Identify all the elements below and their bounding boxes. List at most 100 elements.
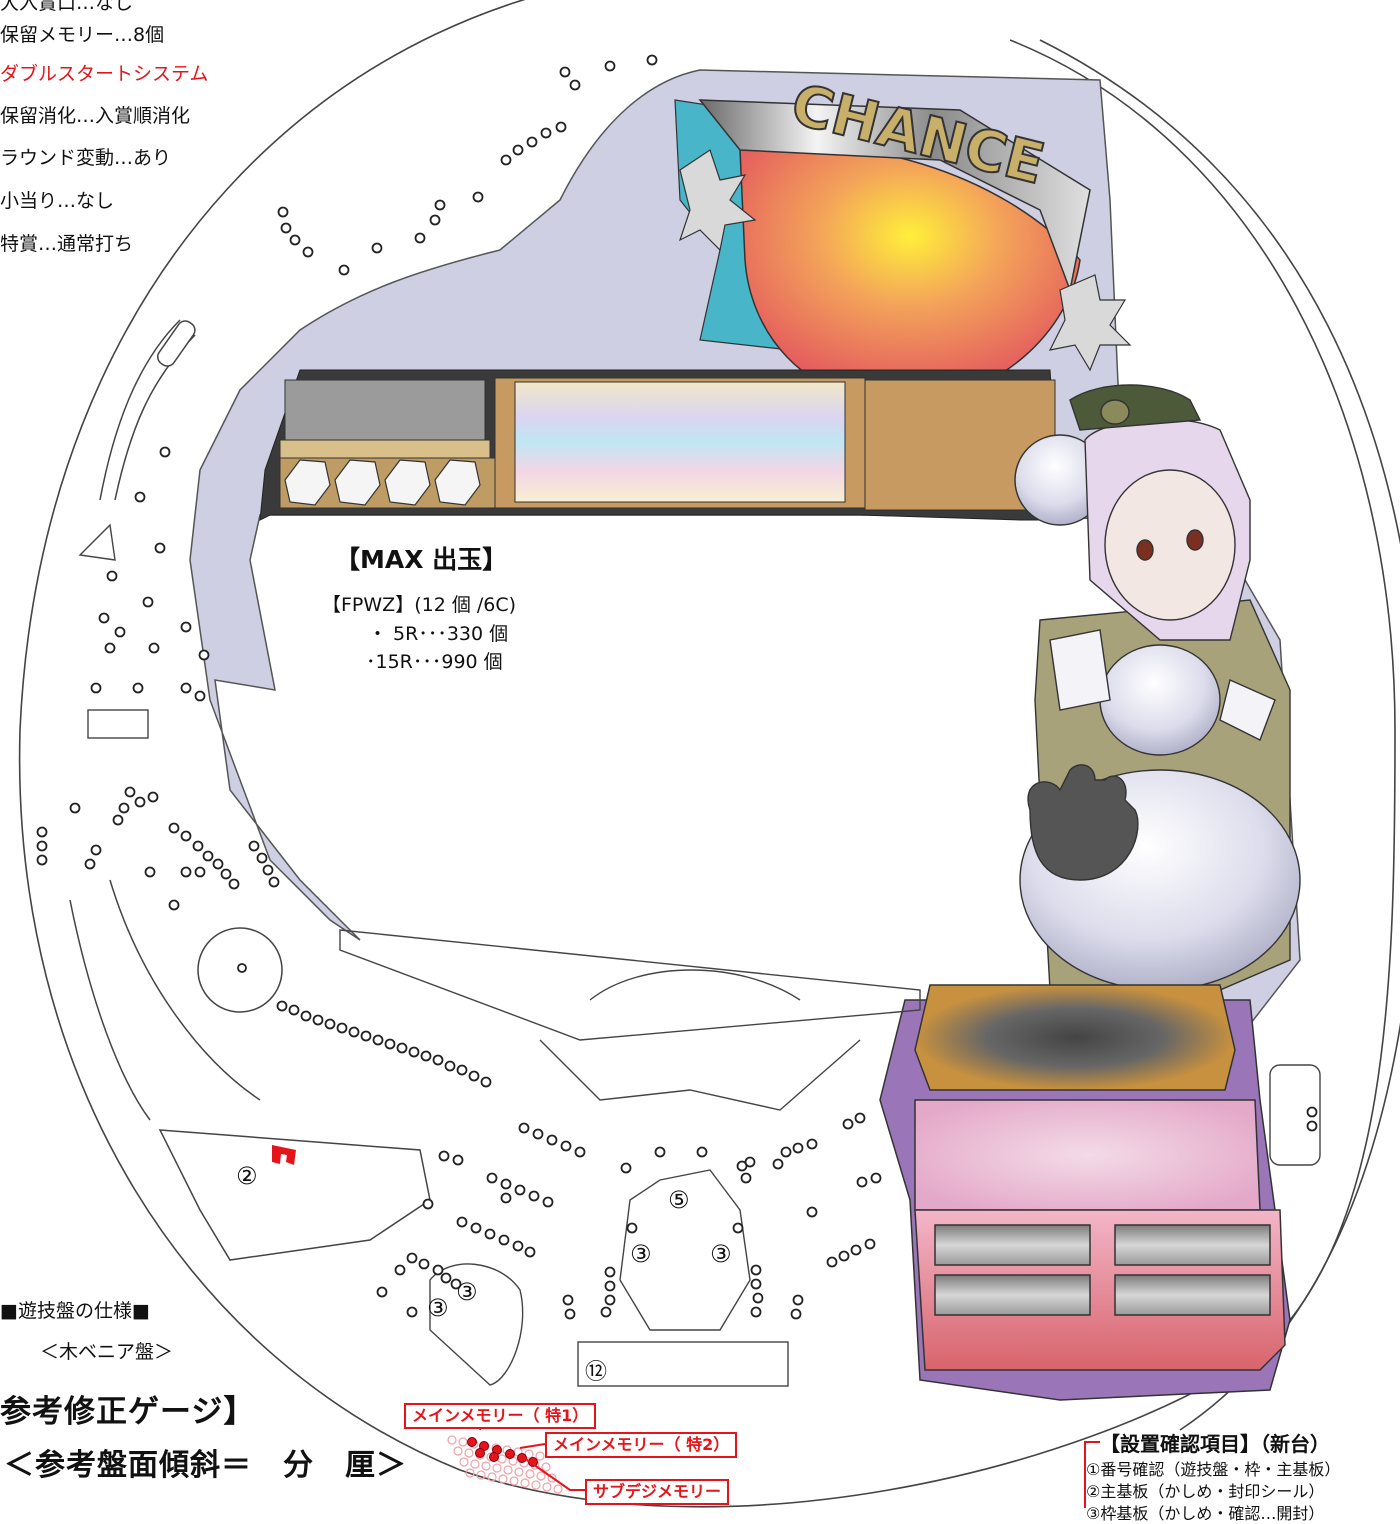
main-memory-2-label: メインメモリー（ 特2） — [545, 1432, 738, 1458]
memory-dot — [541, 1462, 551, 1472]
nail — [480, 1076, 492, 1088]
nail — [555, 121, 567, 133]
nail — [98, 612, 110, 624]
nail — [418, 1258, 430, 1270]
nail — [194, 690, 206, 702]
nail — [626, 1222, 638, 1234]
left-deflector — [78, 523, 116, 561]
nail — [228, 878, 240, 890]
nail — [500, 154, 512, 166]
max-line-2: ・ 5R･･･330 個 — [368, 623, 509, 645]
nail — [336, 1022, 348, 1034]
nail — [604, 1280, 616, 1292]
nail — [484, 1228, 496, 1240]
nail — [450, 1278, 462, 1290]
nail — [420, 1050, 432, 1062]
nail — [750, 1306, 762, 1318]
nail — [277, 206, 289, 218]
memory-dot — [453, 1446, 463, 1456]
nail — [268, 876, 280, 888]
nail — [159, 446, 171, 458]
memory-dot — [492, 1463, 502, 1473]
nail — [300, 1010, 312, 1022]
install-check-item: ②主基板（かしめ・封印シール） — [1086, 1482, 1325, 1501]
nail — [498, 1234, 510, 1246]
nail — [532, 1128, 544, 1140]
nail — [280, 222, 292, 234]
nail — [289, 234, 301, 246]
nail — [559, 66, 571, 78]
nail — [198, 649, 210, 661]
left-stage-top — [284, 379, 486, 441]
nail — [372, 1034, 384, 1046]
sun-orb — [739, 144, 1081, 406]
red-marker — [272, 1145, 296, 1165]
nail — [114, 626, 126, 638]
max-line-3: ･15R･･･990 個 — [366, 651, 503, 673]
nail — [408, 1046, 420, 1058]
memory-dot — [476, 1470, 486, 1480]
nail — [524, 1246, 536, 1258]
nail — [806, 1138, 818, 1150]
nail — [180, 682, 192, 694]
nail — [134, 491, 146, 503]
nail — [750, 1264, 762, 1276]
memory-dot — [531, 1480, 541, 1490]
nail — [394, 1264, 406, 1276]
nail — [526, 136, 538, 148]
nail — [376, 1286, 388, 1298]
memory-dot — [509, 1476, 519, 1486]
nail — [194, 866, 206, 878]
nail — [792, 1294, 804, 1306]
install-check-item: ③枠基板（かしめ・確認…開封） — [1086, 1504, 1325, 1523]
nail — [792, 1142, 804, 1154]
max-title: 【MAX 出玉】 — [335, 545, 508, 574]
memory-dot — [536, 1471, 546, 1481]
marker-3: ③ — [630, 1240, 652, 1268]
nail — [514, 1184, 526, 1196]
memory-dot — [514, 1467, 524, 1477]
nail — [542, 1196, 554, 1208]
nail — [540, 127, 552, 139]
nail — [154, 542, 166, 554]
nail — [456, 1216, 468, 1228]
memory-dot — [525, 1469, 535, 1479]
board-spec-title: ■遊技盤の仕様■ — [0, 1300, 150, 1322]
nail — [302, 246, 314, 258]
nail — [124, 786, 136, 798]
install-check-title: 【設置確認項目】（新台） — [1100, 1432, 1330, 1456]
nail — [142, 596, 154, 608]
main-memory-1-label: メインメモリー（ 特1） — [404, 1403, 597, 1429]
nail — [486, 1172, 498, 1184]
nail — [36, 840, 48, 852]
spec-line: 特賞…通常打ち — [0, 233, 134, 255]
nail — [856, 1176, 868, 1188]
nail — [248, 840, 260, 852]
nail — [180, 866, 192, 878]
nail — [806, 1206, 818, 1218]
install-check-item: ①番号確認（遊技盤・枠・主基板） — [1086, 1460, 1341, 1479]
nail — [528, 1190, 540, 1202]
nail — [569, 79, 581, 91]
nail — [432, 1054, 444, 1066]
memory-dot — [458, 1437, 468, 1447]
nail — [512, 144, 524, 156]
nail — [574, 1146, 586, 1158]
nail — [148, 642, 160, 654]
right-lower-unit — [879, 984, 1291, 1401]
nail — [1306, 1106, 1318, 1118]
lcd-screen — [514, 381, 846, 503]
nail — [772, 1158, 784, 1170]
nail — [842, 1118, 854, 1130]
nail — [790, 1308, 802, 1320]
nail — [696, 1146, 708, 1158]
slope-note: ＜参考盤面傾斜＝ 分 厘＞ — [4, 1448, 407, 1483]
nail — [90, 844, 102, 856]
nail — [36, 826, 48, 838]
nail — [468, 1070, 480, 1082]
nail — [147, 791, 159, 803]
nail — [456, 1064, 468, 1076]
nail — [104, 642, 116, 654]
